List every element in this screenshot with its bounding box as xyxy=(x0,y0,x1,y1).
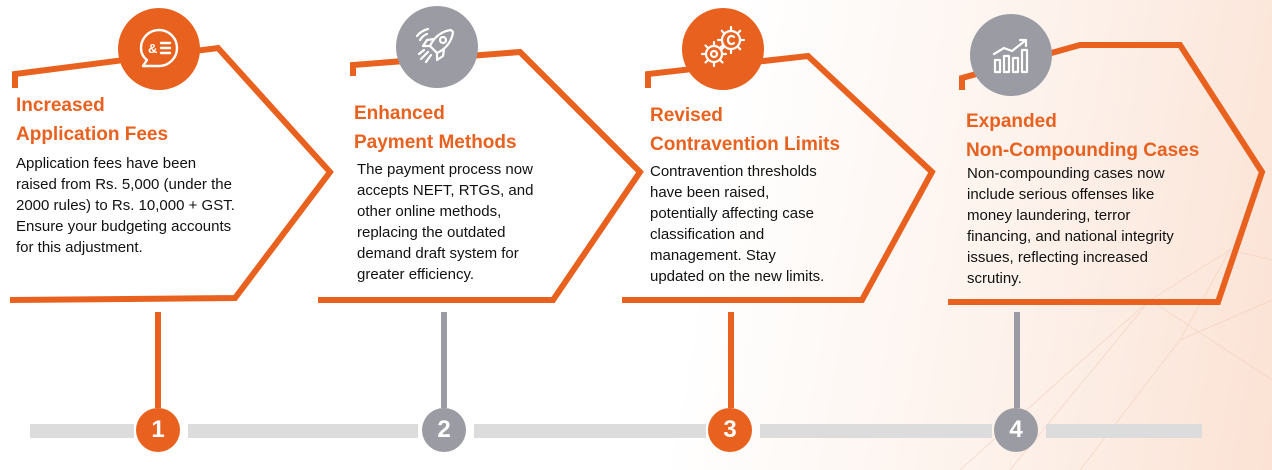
step-3-title: Revised Contravention Limits xyxy=(650,101,840,159)
step-3-description-line: potentially affecting case xyxy=(650,205,814,222)
timeline-segment xyxy=(760,424,992,438)
step-3-connector xyxy=(728,312,734,408)
timeline-segment xyxy=(188,424,418,438)
application-form-icon: & xyxy=(139,28,179,68)
step-3-description-line: management. Stay xyxy=(650,247,776,264)
step-1-description-line: for this adjustment. xyxy=(16,239,143,256)
chevron-frame-2 xyxy=(318,48,644,303)
step-1-description-line: raised from Rs. 5,000 (under the xyxy=(16,176,232,193)
step-2-connector xyxy=(441,312,447,408)
step-2-description-line: The payment process now xyxy=(357,161,533,178)
step-2-description: The payment process now accepts NEFT, RT… xyxy=(357,159,533,285)
step-1-description-line: Application fees have been xyxy=(16,155,197,172)
step-2-title-line: Payment Methods xyxy=(354,132,517,153)
step-1-description-line: 2000 rules) to Rs. 10,000 + GST. xyxy=(16,197,235,214)
step-4-description-line: Non-compounding cases now xyxy=(967,165,1165,182)
rocket-icon xyxy=(415,27,455,64)
step-3-description-line: Contravention thresholds xyxy=(650,163,817,180)
step-4-description-line: scrutiny. xyxy=(967,270,1022,287)
step-4-description-line: money laundering, terror xyxy=(967,207,1131,224)
chevron-frame-4 xyxy=(948,42,1266,305)
timeline-segment xyxy=(30,424,134,438)
chevron-frame-1 xyxy=(9,44,334,303)
gears-icon xyxy=(700,25,746,68)
step-1-title-line: Increased xyxy=(16,95,105,116)
step-3-number-badge: 3 xyxy=(708,408,752,452)
chevron-frame-3 xyxy=(622,52,936,303)
timeline-segment xyxy=(1046,424,1202,438)
step-3-description-line: classification and xyxy=(650,226,765,243)
step-4-icon-circle xyxy=(970,14,1052,96)
growth-chart-icon xyxy=(992,38,1029,74)
step-4-title: Expanded Non-Compounding Cases xyxy=(966,107,1199,165)
step-4-title-line: Expanded xyxy=(966,111,1057,132)
step-1-connector xyxy=(155,312,161,408)
step-2-description-line: replacing the outdated xyxy=(357,224,506,241)
step-2-description-line: demand draft system for xyxy=(357,245,519,262)
step-1-description-line: Ensure your budgeting accounts xyxy=(16,218,232,235)
step-1-title-line: Application Fees xyxy=(16,124,169,145)
step-2-description-line: greater efficiency. xyxy=(357,266,475,283)
step-4-description-line: include serious offenses like xyxy=(967,186,1155,203)
step-4-description-line: financing, and national integrity xyxy=(967,228,1174,245)
step-2-title: Enhanced Payment Methods xyxy=(354,99,517,157)
step-3-description-line: updated on the new limits. xyxy=(650,268,825,285)
step-2-description-line: accepts NEFT, RTGS, and xyxy=(357,182,534,199)
step-1-icon-circle: & xyxy=(118,8,200,90)
step-4-description: Non-compounding cases now include seriou… xyxy=(967,163,1174,289)
step-3-description: Contravention thresholds have been raise… xyxy=(650,161,824,287)
step-2-icon-circle xyxy=(396,6,478,88)
step-1-description: Application fees have been raised from R… xyxy=(16,153,235,258)
step-4-description-line: issues, reflecting increased xyxy=(967,249,1148,266)
step-2-number-badge: 2 xyxy=(422,408,466,452)
step-2-description-line: other online methods, xyxy=(357,203,502,220)
step-1-title: Increased Application Fees xyxy=(16,91,168,149)
step-4-connector xyxy=(1014,312,1020,408)
step-3-title-line: Contravention Limits xyxy=(650,134,841,155)
step-2-title-line: Enhanced xyxy=(354,103,445,124)
step-4-title-line: Non-Compounding Cases xyxy=(966,140,1200,161)
step-3-icon-circle xyxy=(682,8,764,90)
step-4-number-badge: 4 xyxy=(994,408,1038,452)
step-3-description-line: have been raised, xyxy=(650,184,770,201)
step-1-number-badge: 1 xyxy=(136,408,180,452)
timeline-segment xyxy=(474,424,706,438)
svg-text:&: & xyxy=(148,41,157,56)
step-3-title-line: Revised xyxy=(650,105,723,126)
